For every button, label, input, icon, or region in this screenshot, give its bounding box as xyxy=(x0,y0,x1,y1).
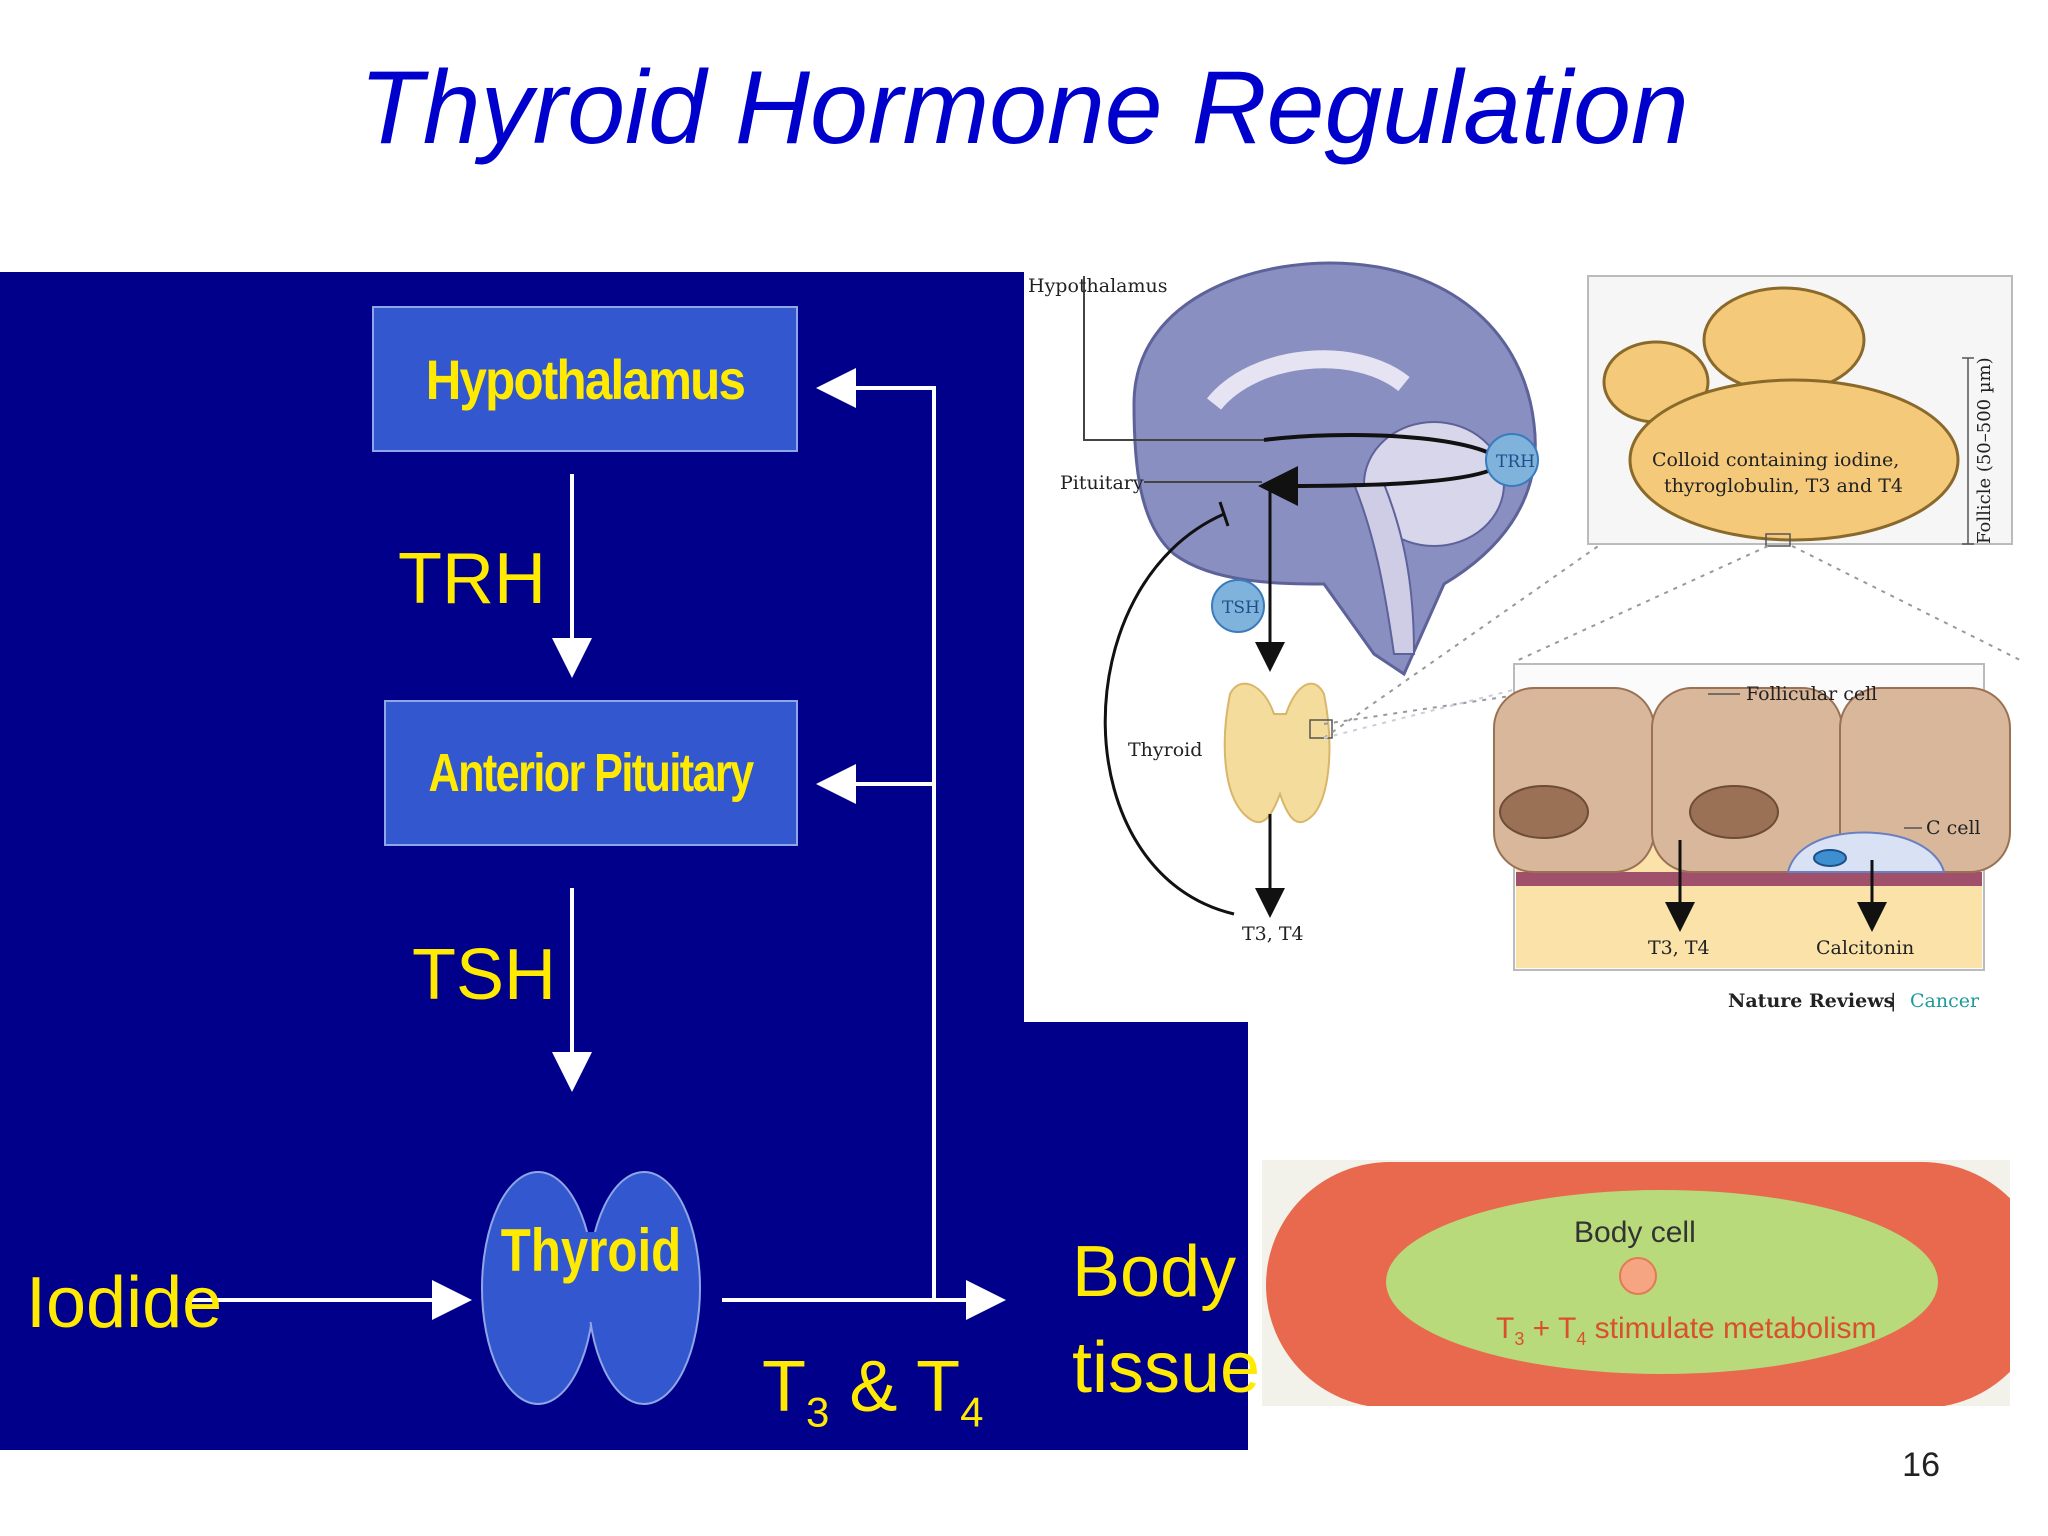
node-thyroid-label: Thyroid xyxy=(500,1217,682,1284)
basement-membrane xyxy=(1516,872,1982,886)
follicular-cell-1 xyxy=(1493,687,1655,873)
label-hypothalamus: Hypothalamus xyxy=(1028,275,1168,297)
label-trh: TRH xyxy=(1496,452,1535,472)
edge-label-trh: TRH xyxy=(398,539,546,619)
label-pituitary: Pituitary xyxy=(1060,472,1144,494)
feedback-bar xyxy=(1218,501,1230,527)
hormone-receptor-dot xyxy=(1619,1257,1657,1295)
follicle-medium xyxy=(1702,286,1866,394)
edge-label-tsh: TSH xyxy=(412,935,556,1015)
node-anterior-pituitary: Anterior Pituitary xyxy=(384,700,798,846)
brainstem xyxy=(1352,483,1416,655)
follicle-zoom-box xyxy=(1765,533,1791,547)
tsh-bubble xyxy=(1211,579,1265,633)
corpus-callosum xyxy=(1206,350,1410,410)
node-hypothalamus: Hypothalamus xyxy=(372,306,798,452)
thyroid-zoom-box xyxy=(1309,719,1333,739)
zoom-line-5 xyxy=(1791,545,2025,663)
node-anterior-pituitary-label: Anterior Pituitary xyxy=(428,743,755,803)
body-cell-caption: T3 + T4 stimulate metabolism xyxy=(1496,1312,1877,1349)
target-label-body-tissues: Body tissues xyxy=(1072,1232,1297,1408)
thyroid-isthmus xyxy=(560,1232,622,1322)
credit-separator: | xyxy=(1890,990,1896,1012)
body-cell-svg xyxy=(1266,1162,2010,1406)
thyroid-gland-illustration xyxy=(1223,682,1331,824)
label-colloid-line1: Colloid containing iodine, xyxy=(1652,449,1899,471)
label-thyroid: Thyroid xyxy=(1128,739,1202,761)
label-calcitonin: Calcitonin xyxy=(1816,937,1914,959)
brain-illustration xyxy=(1132,261,1537,677)
nucleus-2 xyxy=(1689,785,1779,839)
output-label-t3-t4: T3 & T4 xyxy=(762,1347,984,1436)
label-follicle-size: Follicle (50–500 µm) xyxy=(1974,357,1995,544)
zoom-line-4 xyxy=(1513,545,1769,663)
label-tsh: TSH xyxy=(1222,598,1260,618)
inset-illustration: Hypothalamus Pituitary TRH TSH Thyroid T… xyxy=(1024,254,2048,1022)
label-t3-t4-right: T3, T4 xyxy=(1648,937,1710,959)
feedback-line xyxy=(846,386,936,1300)
node-hypothalamus-label: Hypothalamus xyxy=(425,347,746,411)
body-cell-label: Body cell xyxy=(1574,1216,1696,1249)
nucleus-1 xyxy=(1499,785,1589,839)
label-colloid-line2: thyroglobulin, T3 and T4 xyxy=(1664,475,1903,497)
negative-feedback-arc xyxy=(1103,512,1235,916)
page-number: 16 xyxy=(1902,1446,1940,1484)
body-cell-panel xyxy=(1262,1160,2010,1406)
slide-title: Thyroid Hormone Regulation xyxy=(359,50,1689,166)
inset-svg: Hypothalamus Pituitary TRH TSH Thyroid T… xyxy=(1028,261,2025,1012)
input-label-iodide: Iodide xyxy=(26,1263,223,1343)
node-thyroid: Thyroid xyxy=(476,1216,706,1285)
label-t3-t4-left: T3, T4 xyxy=(1242,923,1304,945)
trh-bubble xyxy=(1485,433,1539,487)
follicle-large xyxy=(1628,378,1960,542)
label-c-cell: C cell xyxy=(1926,817,1981,839)
hypothalamus-pointer xyxy=(1083,276,1264,441)
credit-section: Cancer xyxy=(1910,990,1980,1012)
credit-journal: Nature Reviews xyxy=(1728,990,1894,1012)
label-follicular-cell: Follicular cell xyxy=(1746,683,1877,705)
c-cell-nucleus xyxy=(1813,849,1847,867)
body-cell-cytoplasm xyxy=(1386,1190,1938,1374)
